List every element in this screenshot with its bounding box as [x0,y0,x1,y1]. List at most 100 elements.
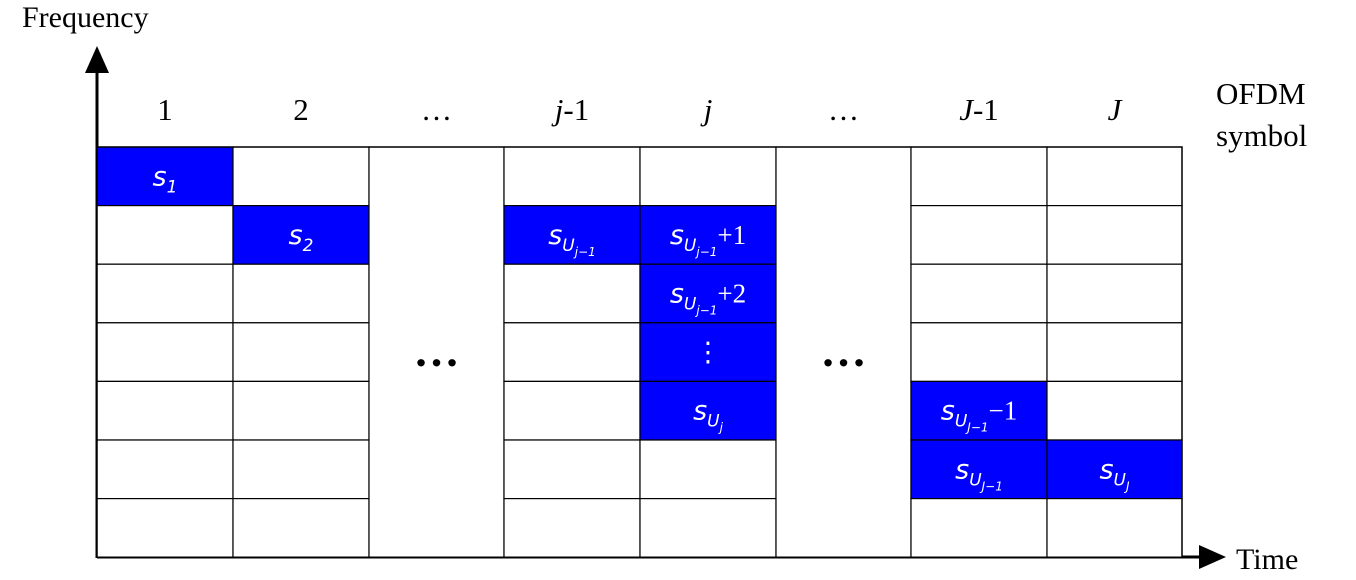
cell-symbol-subscript: U [707,412,720,432]
grid-cell [503,322,641,382]
cell-symbol-subscript: U [955,412,968,432]
column-header-index: j [551,92,564,127]
grid-cell [96,322,234,382]
cell-symbol-subscript: U [684,236,697,256]
cell-symbol: sUJ−1−1 [941,396,1018,435]
column-header-index: J [1108,92,1123,127]
column-header-index: j [700,92,713,127]
cell-symbol: ⋮ [695,337,722,368]
highlighted-cell [503,205,641,265]
grid-cell [1046,205,1183,265]
cell-symbol-main: ⋮ [695,337,722,368]
cell-symbol-main: s [153,161,167,192]
highlighted-cell [639,205,777,265]
cell-symbol: sUJ [1099,454,1130,493]
grid-cell [503,146,641,207]
cell-symbol: sUj−1 [548,220,596,259]
column-header-5: … [828,92,859,127]
grid-cell [96,263,234,324]
cell-symbol: sUj−1+1 [670,220,746,259]
grid-cell [910,498,1048,558]
cell-symbol-subsubscript: j−1 [694,304,717,318]
cell-symbol-main: s [693,396,707,427]
column-header-3: j-1 [551,92,589,127]
cell-symbol-main: s [941,396,955,427]
grid-cell [232,263,370,324]
grid-cell [503,439,641,500]
grid-cell [96,380,234,441]
cell-symbol-subsubscript: j−1 [573,245,596,259]
cell-symbol-subscript: 2 [303,236,314,256]
cell-symbol-subsubscript: j [718,421,724,435]
column-ellipsis: … [821,325,867,376]
grid-cell [1046,322,1183,382]
cell-symbol-subscript: U [562,236,575,256]
cell-symbol-subscript: U [684,295,697,315]
grid-cell [910,322,1048,382]
ofdm-symbol-label-line2: symbol [1216,118,1307,153]
grid-cell [639,439,777,500]
cell-symbol-main: s [289,220,303,251]
cell-symbol-main: s [548,220,562,251]
grid-cell [639,146,777,207]
cell-symbol: s2 [289,220,314,256]
grid-cell [232,439,370,500]
grid-cell [1046,146,1183,207]
grid-cell [1046,263,1183,324]
column-header-offset: -1 [973,92,999,127]
ellipsis-column-box [368,146,505,558]
grid-cell [910,146,1048,207]
grid-cell [232,498,370,558]
cell-symbol-subscript: 1 [167,177,178,197]
grid-cell [910,263,1048,324]
cell-symbol-subscript: U [1114,470,1127,490]
ofdm-symbol-label-line1: OFDM [1216,76,1306,111]
grid-cell [910,205,1048,265]
grid-cell [232,380,370,441]
column-header-4: j [700,92,713,127]
column-header-index: J [959,92,974,127]
column-header-7: J [1108,92,1123,127]
cell-symbol-suffix: +1 [717,220,746,250]
cell-symbol: s1 [153,161,178,197]
cell-symbol-suffix: +2 [717,279,746,309]
cell-symbol-main: s [1099,454,1113,485]
column-ellipses: …… [414,325,867,376]
grid-cell [232,146,370,207]
cell-symbol-subscript: U [969,470,982,490]
grid-cell [96,498,234,558]
cell-symbol-subsubscript: J [1124,479,1130,493]
highlighted-cell [910,439,1048,500]
frequency-axis-label: Frequency [22,1,149,34]
grid-frame [96,146,1183,558]
grid-cell [96,205,234,265]
grid-cell [503,263,641,324]
grid-cell [503,380,641,441]
column-header-0: 1 [157,92,173,127]
column-header-6: J-1 [959,92,999,127]
cell-symbol-subsubscript: J−1 [965,421,988,435]
cell-symbol-subsubscript: J−1 [980,479,1003,493]
cell-symbol-main: s [955,454,969,485]
grid-cell [503,498,641,558]
time-axis-label: Time [1236,543,1298,576]
cell-symbol-main: s [670,220,684,251]
column-header-2: … [421,92,452,127]
grid-cell [1046,380,1183,441]
grid-cell [1046,498,1183,558]
cell-symbol: sUj [693,396,724,435]
cell-symbol: sUJ−1 [955,454,1003,493]
cell-symbol-suffix: −1 [989,396,1018,426]
column-header-1: 2 [293,92,309,127]
highlighted-cell [639,322,777,382]
cell-symbol-main: s [670,279,684,310]
column-header-offset: -1 [563,92,589,127]
grid-cell [639,498,777,558]
grid-cell [96,439,234,500]
column-ellipsis: … [414,325,460,376]
highlighted-cell [639,380,777,441]
grid-cell [232,322,370,382]
